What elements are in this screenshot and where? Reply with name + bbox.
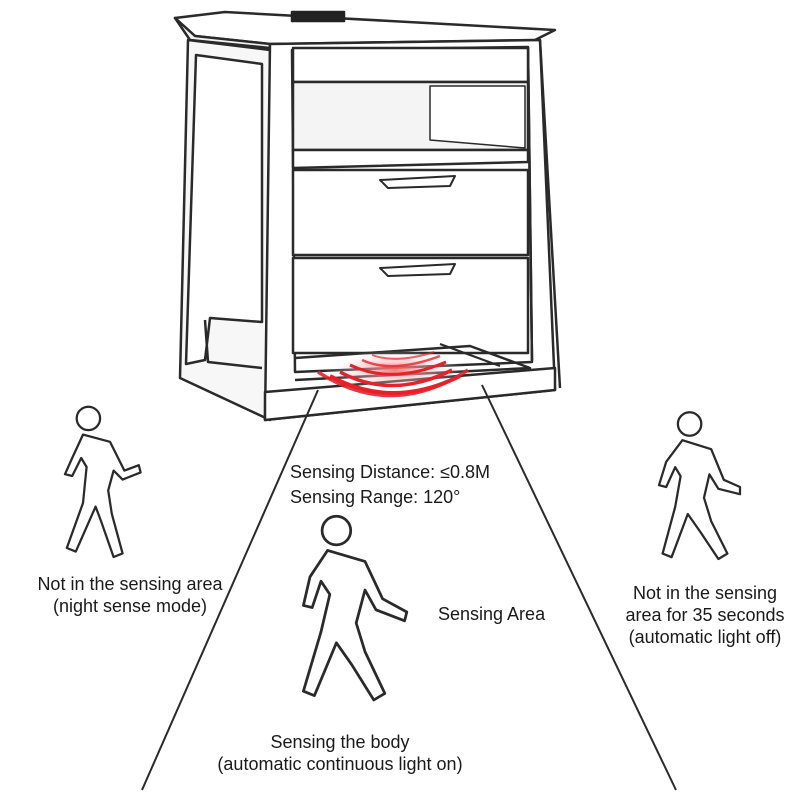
right-caption-line2: area for 35 seconds [625,605,785,625]
sensing-specs: Sensing Distance: ≤0.8M Sensing Range: 1… [290,460,490,510]
center-person-caption: Sensing the body (automatic continuous l… [170,731,510,775]
left-caption-line1: Not in the sensing area [37,574,223,594]
sensing-range-lines [141,384,677,791]
wireless-charger [290,10,346,23]
motion-sensor-waves [317,350,469,398]
sensing-range-text: Sensing Range: 120° [290,487,461,507]
sensing-distance-text: Sensing Distance: ≤0.8M [290,462,490,482]
right-caption-line3: (automatic light off) [628,627,782,647]
right-person-caption: Not in the sensing area for 35 seconds (… [596,582,800,648]
left-caption-line2: (night sense mode) [52,596,208,616]
nightstand-illustration [173,10,562,422]
left-person-caption: Not in the sensing area (night sense mod… [0,573,260,617]
center-caption-line1: Sensing the body [270,732,410,752]
walking-person-icon [657,411,742,561]
sensing-area-label: Sensing Area [438,604,546,624]
walking-person-icon [302,514,409,702]
right-caption-line1: Not in the sensing [632,583,778,603]
walking-person-icon [63,405,142,559]
center-caption-line2: (automatic continuous light on) [217,754,463,774]
